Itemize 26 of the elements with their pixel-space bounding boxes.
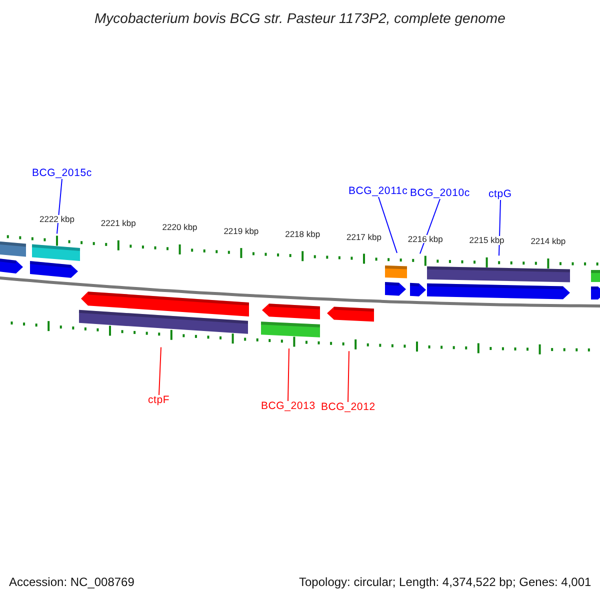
- leader-line: [288, 348, 290, 402]
- title: Mycobacterium bovis BCG str. Pasteur 1173P2, complete genome: [94, 11, 506, 25]
- gene-label: BCG_2011c: [348, 186, 408, 196]
- scale-label: 2222 kbp: [40, 214, 74, 224]
- scale-label: 2220 kbp: [162, 223, 198, 232]
- gene-label: BCG_2015c: [32, 168, 92, 178]
- scale-label: 2218 kbp: [285, 230, 320, 239]
- leader-line: [498, 200, 501, 256]
- scale-label: 2215 kbp: [469, 236, 504, 245]
- gene-label: BCG_2013: [261, 401, 316, 412]
- scale-label: 2219 kbp: [224, 227, 259, 236]
- scale-label: 2221 kbp: [100, 219, 136, 228]
- leader-line: [378, 196, 398, 254]
- leader-line: [420, 198, 440, 254]
- leader-line: [348, 350, 350, 402]
- accession-text: Accession: NC_008769: [9, 576, 134, 588]
- scale-label: 2217 kbp: [346, 232, 382, 242]
- gene-label: BCG_2012: [321, 402, 376, 412]
- scale-label: 2216 kbp: [408, 234, 443, 244]
- genome-info-text: Topology: circular; Length: 4,374,522 bp; Genes: 4,001: [299, 576, 592, 588]
- gene-label: ctpF: [148, 395, 170, 406]
- scale-label: 2214 kbp: [530, 237, 566, 246]
- gene-label: BCG_2010c: [410, 188, 470, 198]
- leader-line: [158, 346, 162, 396]
- leader-line: [56, 178, 62, 234]
- gene-label: ctpG: [488, 189, 512, 200]
